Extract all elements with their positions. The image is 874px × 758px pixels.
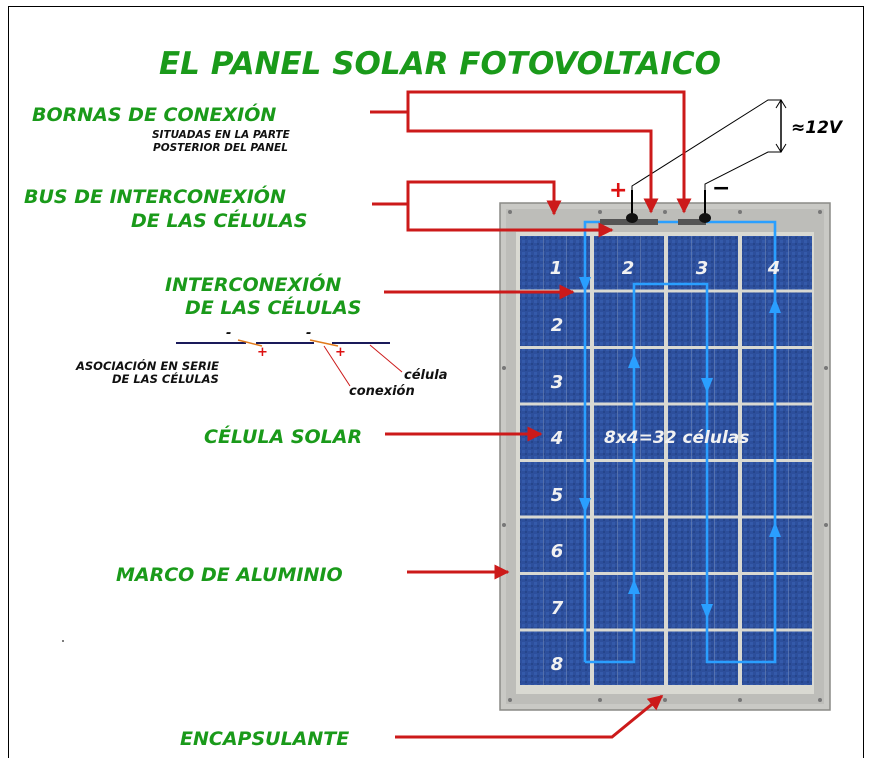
bornas-note: SITUADAS EN LA PARTE POSTERIOR DEL PANEL <box>152 129 291 154</box>
solar-cell <box>742 575 812 629</box>
column-numbers: 1 2 3 4 <box>550 258 781 279</box>
cell-grid <box>520 236 812 685</box>
label-bornas: BORNAS DE CONEXIÓN <box>32 102 276 126</box>
label-asociacion-line1: ASOCIACIÓN EN SERIE <box>75 358 219 373</box>
interconnection-bus <box>600 219 706 225</box>
column-number: 1 <box>550 258 563 279</box>
row-number: 5 <box>551 485 564 506</box>
series-minus-1: - <box>226 326 231 341</box>
label-marco: MARCO DE ALUMINIO <box>116 564 343 586</box>
label-bus-line1: BUS DE INTERCONEXIÓN <box>24 184 286 208</box>
solar-cell <box>520 462 590 516</box>
solar-cell <box>742 518 812 572</box>
callout-arrows <box>370 90 692 739</box>
solar-cell <box>594 631 664 685</box>
label-celula-small: célula <box>404 368 447 383</box>
solar-cell <box>668 631 738 685</box>
label-celula-solar: CÉLULA SOLAR <box>204 425 362 448</box>
solar-cell <box>520 575 590 629</box>
positive-terminal <box>626 190 638 223</box>
voltage-leads <box>631 99 787 190</box>
row-number: 8 <box>551 654 564 675</box>
solar-cell <box>668 575 738 629</box>
solar-cell <box>742 292 812 346</box>
solar-cell <box>742 405 812 459</box>
voltage-label: ≈12V <box>791 118 844 138</box>
solar-cell <box>594 518 664 572</box>
series-minus-2: - <box>306 326 311 341</box>
solar-cell <box>668 518 738 572</box>
series-signs: - - + + <box>226 326 346 360</box>
bornas-note-line1: SITUADAS EN LA PARTE <box>152 129 291 141</box>
solar-cell <box>668 349 738 403</box>
callout-labels: BORNAS DE CONEXIÓN BUS DE INTERCONEXIÓN … <box>24 102 362 750</box>
cell-count-label: 8x4=32 células <box>604 428 749 448</box>
solar-cell <box>594 236 664 290</box>
column-number: 2 <box>622 258 635 279</box>
minus-sign: − <box>712 176 730 201</box>
row-number: 7 <box>551 598 564 619</box>
plus-sign: + <box>609 178 627 203</box>
solar-cell <box>668 405 738 459</box>
solar-cell <box>594 292 664 346</box>
label-conexion: conexión <box>349 384 415 399</box>
solar-cell <box>520 236 590 290</box>
series-association-sketch <box>176 339 403 387</box>
row-number: 2 <box>551 315 564 336</box>
current-direction-arrows <box>579 277 781 619</box>
label-interconexion-line2: DE LAS CÉLULAS <box>185 296 361 319</box>
solar-cell <box>520 292 590 346</box>
solar-cell <box>594 349 664 403</box>
row-number: 4 <box>550 428 564 449</box>
diagram-title: EL PANEL SOLAR FOTOVOLTAICO <box>159 46 721 82</box>
stray-dot <box>62 640 64 642</box>
solar-cell <box>594 405 664 459</box>
negative-terminal <box>699 190 711 223</box>
series-plus-2: + <box>335 345 346 360</box>
solar-cell <box>520 518 590 572</box>
solar-cell <box>520 631 590 685</box>
solar-cell <box>668 462 738 516</box>
row-number: 6 <box>551 541 564 562</box>
label-asociacion-line2: DE LAS CÉLULAS <box>112 371 219 386</box>
solar-cell <box>742 236 812 290</box>
solar-cell <box>742 631 812 685</box>
solar-cell <box>668 292 738 346</box>
label-bus-line2: DE LAS CÉLULAS <box>131 209 307 232</box>
solar-cell <box>594 462 664 516</box>
column-number: 3 <box>696 258 709 279</box>
solar-cell <box>668 236 738 290</box>
row-numbers: 2 3 4 5 6 7 8 <box>550 315 564 675</box>
label-interconexion-line1: INTERCONEXIÓN <box>165 272 341 296</box>
row-number: 3 <box>551 372 564 393</box>
column-number: 4 <box>767 258 781 279</box>
solar-cell <box>742 349 812 403</box>
series-labels: ASOCIACIÓN EN SERIE DE LAS CÉLULAS célul… <box>75 358 447 399</box>
bornas-note-line2: POSTERIOR DEL PANEL <box>153 142 288 154</box>
solar-cell <box>520 349 590 403</box>
solar-cell <box>742 462 812 516</box>
label-encapsulante: ENCAPSULANTE <box>180 728 349 750</box>
figure-border <box>8 6 864 758</box>
series-plus-1: + <box>257 345 268 360</box>
solar-cell <box>594 575 664 629</box>
